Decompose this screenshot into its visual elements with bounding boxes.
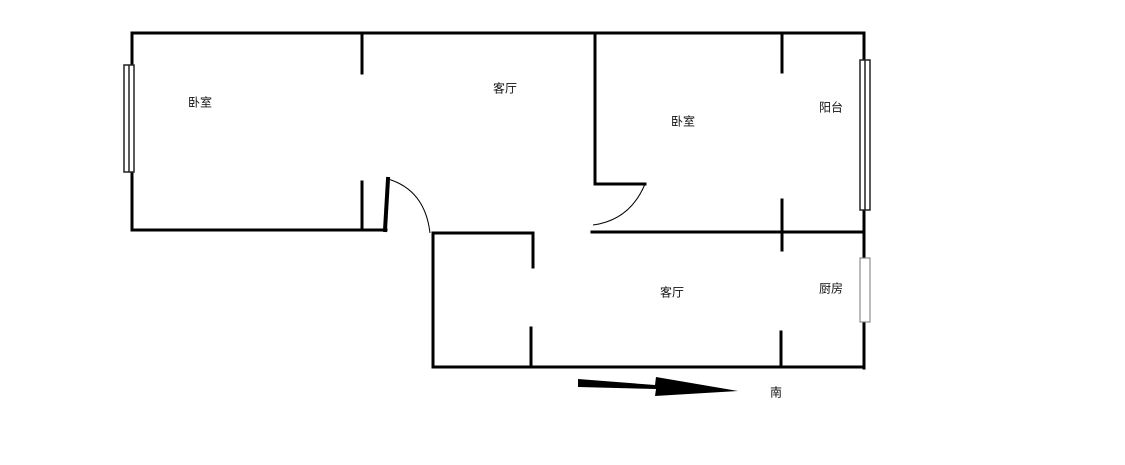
room-label-bedroom-east: 卧室 — [670, 114, 696, 129]
compass-label-south: 南 — [769, 385, 783, 400]
room-label-bedroom-west: 卧室 — [187, 95, 213, 110]
windows — [123, 59, 871, 323]
door-arc — [387, 178, 431, 234]
walls — [130, 31, 866, 370]
arrow-right-icon — [578, 377, 738, 396]
room-label-balcony: 阳台 — [818, 100, 844, 115]
room-label-living-north: 客厅 — [492, 81, 518, 96]
door-arc — [592, 183, 646, 226]
room-label-kitchen: 厨房 — [818, 281, 844, 296]
window-kitchen — [859, 257, 871, 323]
door-frame — [382, 176, 391, 233]
room-label-living-south: 客厅 — [659, 285, 685, 300]
door-swings — [387, 178, 646, 234]
